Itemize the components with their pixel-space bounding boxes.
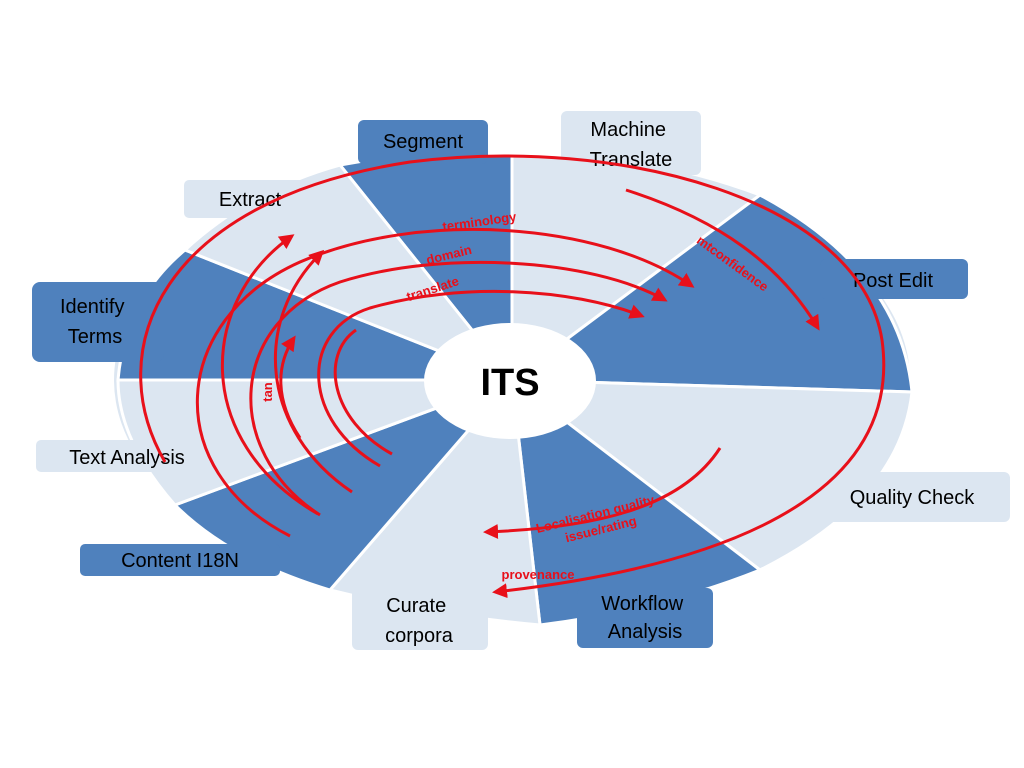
- flow-label-provenance: provenance: [502, 567, 575, 582]
- segment-labels: Segment Machine Translate Post Edit Qual…: [60, 119, 975, 647]
- arrow-translate: [317, 289, 645, 468]
- tab-extract: [184, 180, 318, 218]
- tab-machine-translate: [561, 111, 701, 175]
- label-segment: Segment: [383, 131, 463, 153]
- arrow-provenance: [139, 154, 886, 599]
- arrow-terminology: [195, 227, 695, 538]
- tab-content-i18n: [80, 544, 280, 576]
- label-post-edit: Post Edit: [853, 270, 933, 292]
- label-identify-terms: Identify Terms: [60, 296, 130, 348]
- center-hub: [424, 323, 596, 439]
- tab-workflow-analysis: [577, 588, 713, 648]
- label-content-i18n: Content I18N: [121, 550, 239, 572]
- center-label: ITS: [480, 362, 539, 404]
- tab-quality-check: [822, 472, 1010, 522]
- arrow-mtconfidence: [625, 188, 820, 331]
- label-machine-translate: Machine Translate: [590, 119, 673, 171]
- arrow-domain: [249, 260, 668, 517]
- segment-label-tabs: [32, 111, 1010, 650]
- tab-segment: [358, 120, 488, 164]
- tab-curate-corpora: [352, 588, 488, 650]
- label-quality-check: Quality Check: [850, 487, 975, 509]
- arrow-localisation-quality: [483, 447, 722, 540]
- arrow-extract: [220, 234, 319, 516]
- label-curate-corpora: Curate corpora: [385, 595, 454, 647]
- arrow-tan: [279, 335, 302, 439]
- flow-label-tan: tan: [260, 382, 275, 402]
- arrow-inner-arc: [333, 328, 393, 456]
- tab-post-edit: [820, 259, 968, 299]
- tab-text-analysis: [36, 440, 208, 472]
- wheel: [114, 152, 914, 627]
- arrow-identify: [273, 249, 353, 494]
- label-text-analysis: Text Analysis: [69, 447, 185, 469]
- label-workflow-analysis: Workflow Analysis: [601, 593, 688, 643]
- tab-identify-terms: [32, 282, 164, 362]
- flow-arrows: [139, 154, 886, 599]
